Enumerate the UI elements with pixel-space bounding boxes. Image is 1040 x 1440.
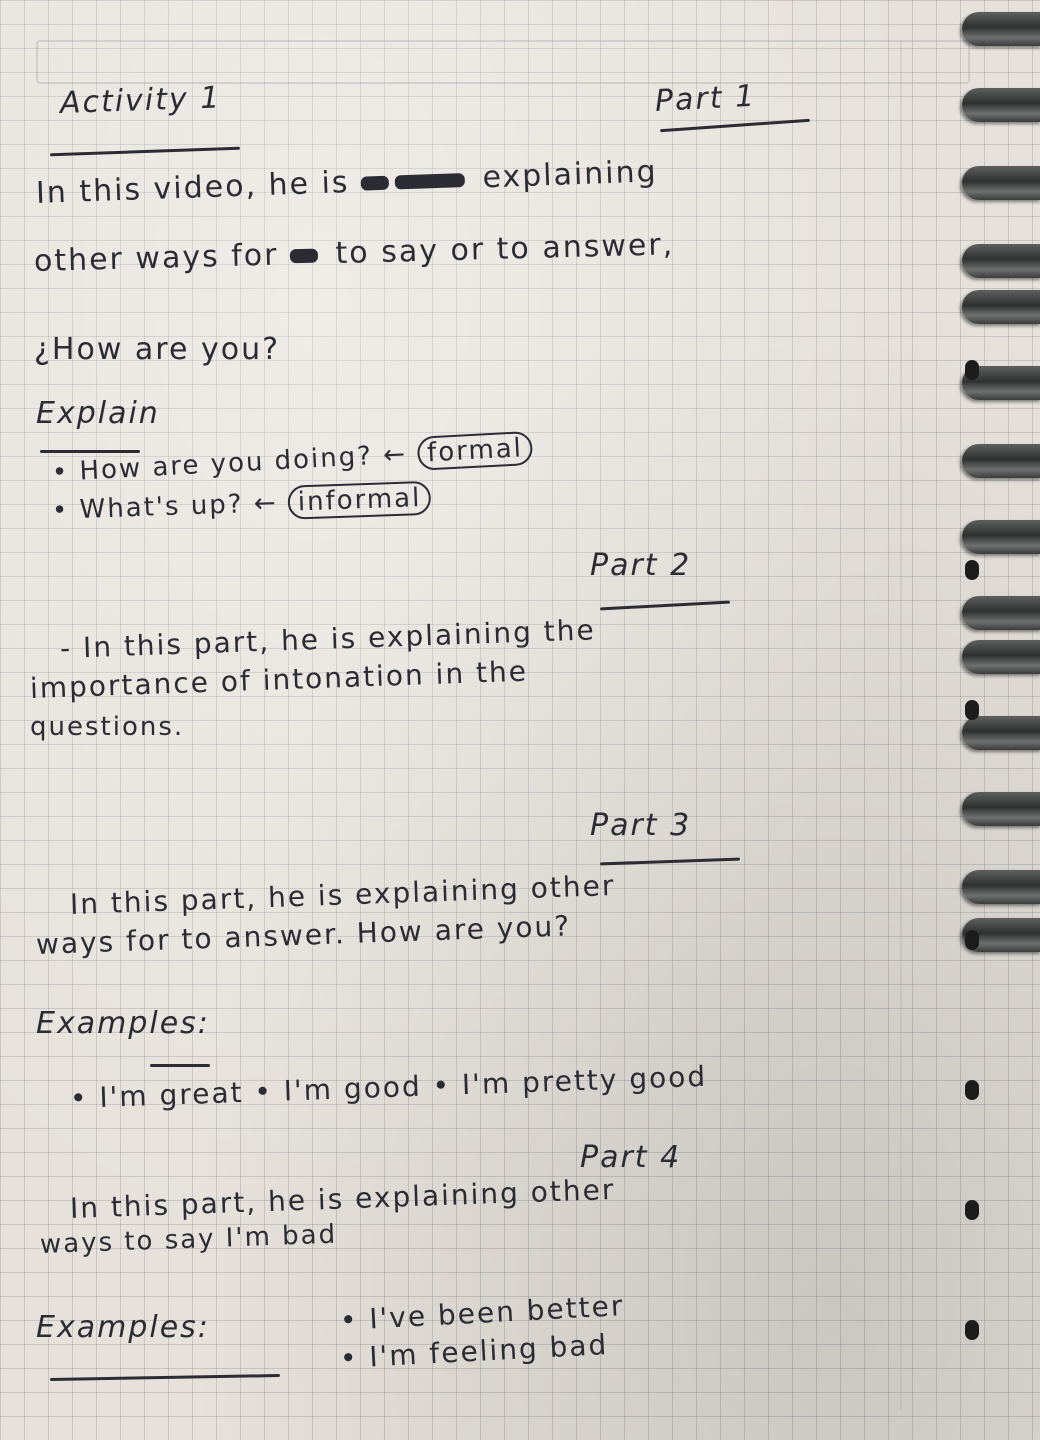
part4-examples-label: Examples: xyxy=(36,1310,210,1345)
part4-line1: In this part, he is explaining other xyxy=(69,1172,616,1225)
part1-line2-start: other ways for xyxy=(33,237,279,279)
punch-hole xyxy=(965,930,979,950)
spiral-ring xyxy=(962,88,1040,122)
crossed-out-scribble xyxy=(360,175,390,191)
part4-examples-underline xyxy=(49,1373,281,1382)
informal-tag: informal xyxy=(287,480,432,520)
punch-hole xyxy=(965,700,979,720)
part1-item2-text: What's up? xyxy=(79,489,245,526)
part3-examples-underline xyxy=(150,1064,210,1067)
part1-item1-text: How are you doing? xyxy=(78,441,374,487)
part1-item2: • What's up? ← informal xyxy=(51,480,432,528)
spiral-ring xyxy=(962,244,1040,278)
spiral-ring xyxy=(962,12,1040,46)
activity-title: Activity 1 xyxy=(59,80,222,121)
spiral-ring xyxy=(962,640,1040,674)
part3-examples: • I'm great • I'm good • I'm pretty good xyxy=(69,1059,708,1115)
part1-line3: ¿How are you? xyxy=(34,332,281,367)
formal-tag: formal xyxy=(416,430,534,471)
part1-item1: • How are you doing? ← formal xyxy=(51,430,534,490)
header-margin-band xyxy=(36,40,970,84)
part2-heading-underline xyxy=(600,600,730,611)
part1-line2-end: to say or to answer, xyxy=(335,227,675,272)
spiral-ring xyxy=(962,166,1040,200)
spiral-ring xyxy=(962,716,1040,750)
part1-heading-underline xyxy=(660,118,810,133)
part1-line1: In this video, he is explaining xyxy=(35,154,658,211)
crossed-out-scribble xyxy=(289,248,319,263)
activity-title-underline xyxy=(50,146,240,157)
part3-heading-underline xyxy=(599,857,741,866)
part3-heading: Part 3 xyxy=(590,808,692,843)
spiral-ring xyxy=(962,870,1040,904)
spiral-ring xyxy=(962,290,1040,324)
part3-examples-label: Examples: xyxy=(36,1006,210,1041)
part1-heading: Part 1 xyxy=(654,78,757,119)
part4-line2: ways to say I'm bad xyxy=(39,1219,338,1260)
spiral-ring xyxy=(962,792,1040,826)
spiral-ring xyxy=(962,520,1040,554)
part1-line2: other ways for to say or to answer, xyxy=(34,227,675,279)
part1-line1-end: explaining xyxy=(481,154,659,196)
spiral-ring xyxy=(962,596,1040,630)
part4-example2: • I'm feeling bad xyxy=(339,1327,610,1375)
spiral-ring xyxy=(962,444,1040,478)
explain-label-underline xyxy=(40,450,140,453)
explain-label: Explain xyxy=(36,396,160,431)
punch-hole xyxy=(965,1320,979,1340)
part2-heading: Part 2 xyxy=(590,548,692,583)
crossed-out-scribble xyxy=(394,172,466,189)
punch-hole xyxy=(965,360,979,380)
punch-hole xyxy=(965,560,979,580)
part2-line3: questions. xyxy=(30,712,185,742)
part4-heading: Part 4 xyxy=(580,1140,682,1175)
punch-hole xyxy=(965,1200,979,1220)
punch-hole xyxy=(965,1080,979,1100)
part1-line1-start: In this video, he is xyxy=(35,165,351,211)
right-margin-band xyxy=(900,40,962,1410)
